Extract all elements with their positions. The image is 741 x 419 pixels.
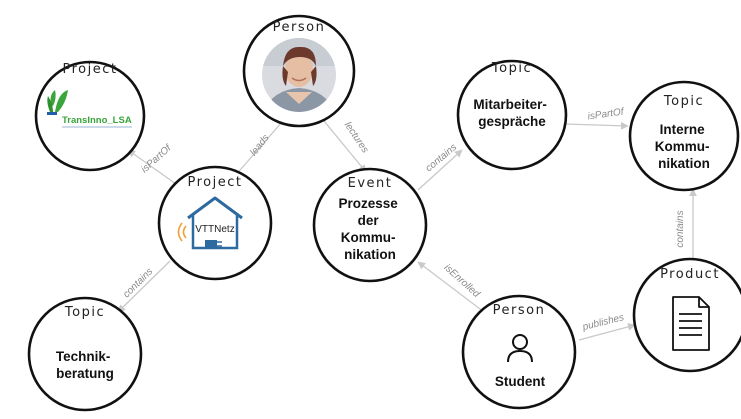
edge-label-contains-product: contains <box>675 210 686 247</box>
node-product-document[interactable]: Product <box>632 257 741 373</box>
edge-ispartof-topic: isPartOf <box>564 106 629 130</box>
node-event-prozesse[interactable]: Event Prozesse der Kommu- nikation <box>312 167 428 283</box>
label-line: gespräche <box>478 114 546 129</box>
edge-label-ispartof-topic: isPartOf <box>587 106 626 122</box>
edge-contains-product: contains <box>675 188 697 260</box>
node-type-label: Person <box>493 303 546 318</box>
node-label: Interne Kommu- nikation <box>655 122 714 171</box>
edge-ispartof-project: isPartOf <box>127 142 177 185</box>
node-type-label: Project <box>63 62 118 77</box>
user-icon <box>507 334 533 363</box>
node-type-label: Topic <box>491 61 532 76</box>
node-topic-technik[interactable]: Topic Technik- beratung <box>27 296 143 412</box>
label-line: Kommu- <box>341 230 396 245</box>
vttnetz-logo-text: VTTNetz <box>195 224 234 235</box>
edge-contains-mitarbeiter: contains <box>417 142 463 191</box>
label-line: Student <box>495 374 546 389</box>
transinno-logo: TransInno_LSA <box>47 90 132 128</box>
vttnetz-logo: VTTNetz <box>177 196 243 250</box>
node-type-label: Event <box>348 176 393 191</box>
node-person-student[interactable]: Person Student <box>461 294 577 410</box>
label-line: der <box>358 213 380 228</box>
node-type-label: Topic <box>64 305 105 320</box>
edge-contains-technik: contains <box>117 260 171 313</box>
edge-label-leads: leads <box>248 133 271 159</box>
label-line: nikation <box>344 247 396 262</box>
edge-publishes: publishes <box>578 312 636 341</box>
label-line: Interne <box>660 122 706 137</box>
edge-lectures: lectures <box>323 120 371 173</box>
transinno-logo-text: TransInno_LSA <box>62 115 132 126</box>
label-line: Kommu- <box>655 139 710 154</box>
label-line: Mitarbeiter- <box>473 97 547 112</box>
label-line: beratung <box>56 366 114 381</box>
edge-isenrolled: isEnrolled <box>417 261 485 313</box>
node-type-label: Project <box>188 175 243 190</box>
node-topic-mitarbeiter[interactable]: Topic Mitarbeiter- gespräche <box>456 59 568 171</box>
edge-label-lectures: lectures <box>342 120 371 155</box>
node-person-photo[interactable]: Person <box>242 14 356 128</box>
label-line: nikation <box>658 156 710 171</box>
node-topic-interne[interactable]: Topic Interne Kommu- nikation <box>628 80 740 192</box>
label-line: Technik- <box>56 349 111 364</box>
node-type-label: Person <box>273 20 326 35</box>
edge-label-publishes: publishes <box>581 312 626 333</box>
node-type-label: Topic <box>663 94 704 109</box>
node-label: Prozesse der Kommu- nikation <box>338 196 401 262</box>
node-project-transinno[interactable]: Project TransInno_LSA <box>34 60 146 172</box>
label-line: Prozesse <box>338 196 398 211</box>
node-label: Technik- beratung <box>56 349 114 381</box>
person-photo <box>262 38 336 112</box>
node-label: Mitarbeiter- gespräche <box>473 97 550 129</box>
node-type-label: Product <box>660 267 720 282</box>
document-icon <box>672 296 710 351</box>
node-label: Student <box>495 374 546 389</box>
edge-leads: leads <box>233 121 283 178</box>
edge-label-contains-technik: contains <box>121 266 155 300</box>
node-project-vttnetz[interactable]: Project VTTNetz <box>157 165 273 281</box>
